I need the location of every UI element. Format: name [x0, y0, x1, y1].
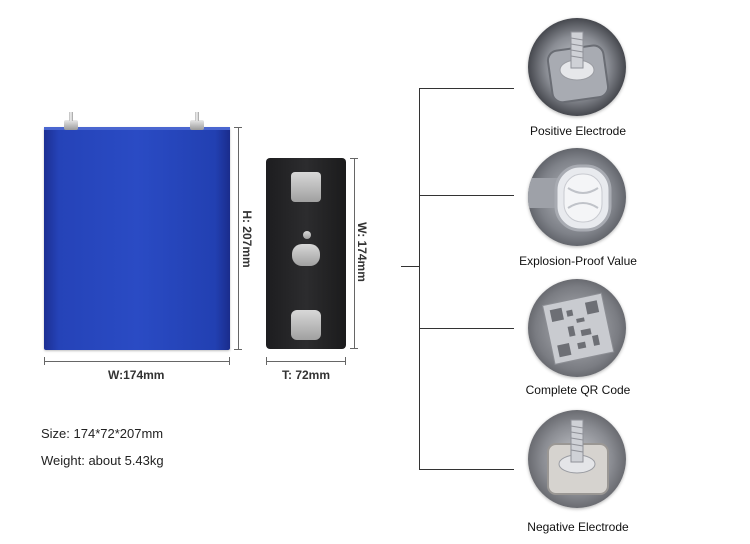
side-qr-label [303, 231, 311, 239]
side-width-dimension-line [354, 158, 355, 349]
dim-tick [266, 357, 267, 365]
qr-code-photo [528, 279, 626, 377]
explosion-proof-valve-photo [528, 148, 626, 246]
positive-electrode-photo [528, 18, 626, 116]
dim-tick [350, 348, 358, 349]
battery-side-view [266, 158, 346, 349]
side-vent-valve [292, 244, 320, 266]
bracket-branch-4 [419, 469, 514, 470]
bracket-branch-1 [419, 88, 514, 89]
side-thickness-dimension-line [266, 361, 346, 362]
bracket-branch-3 [419, 328, 514, 329]
dim-tick [350, 158, 358, 159]
explosion-proof-valve-caption: Explosion-Proof Value [519, 254, 637, 268]
bracket-branch-2 [419, 195, 514, 196]
bracket-stem [401, 266, 419, 267]
positive-electrode-caption: Positive Electrode [529, 124, 627, 138]
front-width-label: W:174mm [108, 368, 165, 382]
front-width-dimension-line [44, 361, 230, 362]
size-spec: Size: 174*72*207mm [41, 426, 164, 441]
side-thickness-label: T: 72mm [282, 368, 331, 382]
negative-electrode-photo [528, 410, 626, 508]
bracket-vertical [419, 88, 420, 469]
side-negative-terminal [291, 310, 321, 340]
weight-spec: Weight: about 5.43kg [41, 453, 164, 468]
cell-top-edge [44, 127, 230, 130]
negative-electrode-caption: Negative Electrode [527, 520, 629, 534]
dim-tick [234, 349, 242, 350]
side-positive-terminal [291, 172, 321, 202]
dim-tick [229, 357, 230, 365]
front-height-label: H: 207mm [240, 210, 254, 268]
battery-front-view [44, 127, 230, 350]
negative-terminal [190, 112, 204, 130]
front-height-dimension-line [238, 127, 239, 350]
dim-tick [234, 127, 242, 128]
qr-code-caption: Complete QR Code [525, 383, 631, 397]
dim-tick [44, 357, 45, 365]
side-width-label: W: 174mm [355, 222, 369, 282]
dim-tick [345, 357, 346, 365]
positive-terminal [64, 112, 78, 130]
